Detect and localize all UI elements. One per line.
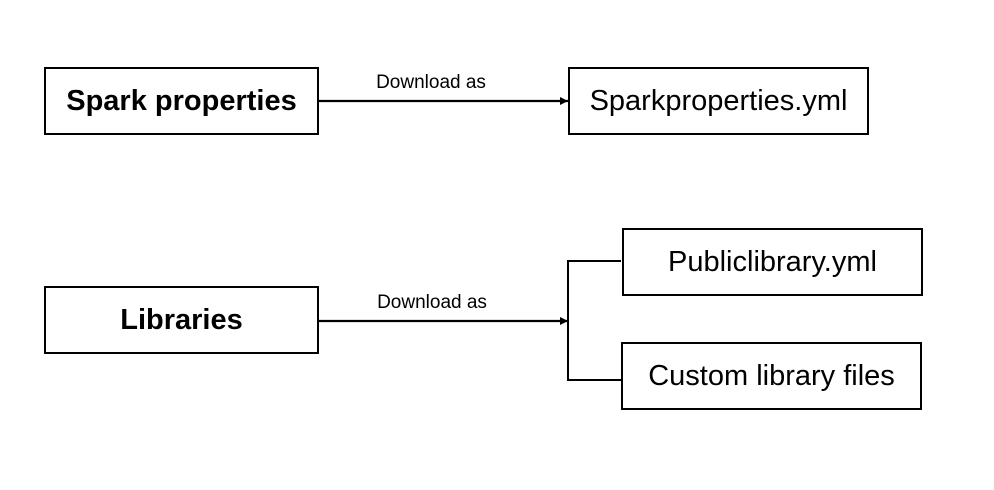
- publiclibrary-yml-node: Publiclibrary.yml: [622, 228, 923, 296]
- sparkproperties-yml-node: Sparkproperties.yml: [568, 67, 869, 135]
- sparkproperties-yml-label: Sparkproperties.yml: [589, 84, 848, 117]
- publiclibrary-yml-label: Publiclibrary.yml: [668, 245, 877, 278]
- libraries-download-as-label: Download as: [377, 292, 487, 313]
- libraries-node: Libraries: [44, 286, 319, 354]
- custom-library-files-node: Custom library files: [621, 342, 922, 410]
- libraries-branch-bracket: [567, 260, 621, 381]
- spark-properties-label: Spark properties: [66, 84, 297, 117]
- custom-library-files-label: Custom library files: [648, 359, 895, 392]
- libraries-label: Libraries: [120, 303, 243, 336]
- spark-properties-node: Spark properties: [44, 67, 319, 135]
- spark-download-as-label: Download as: [376, 72, 486, 93]
